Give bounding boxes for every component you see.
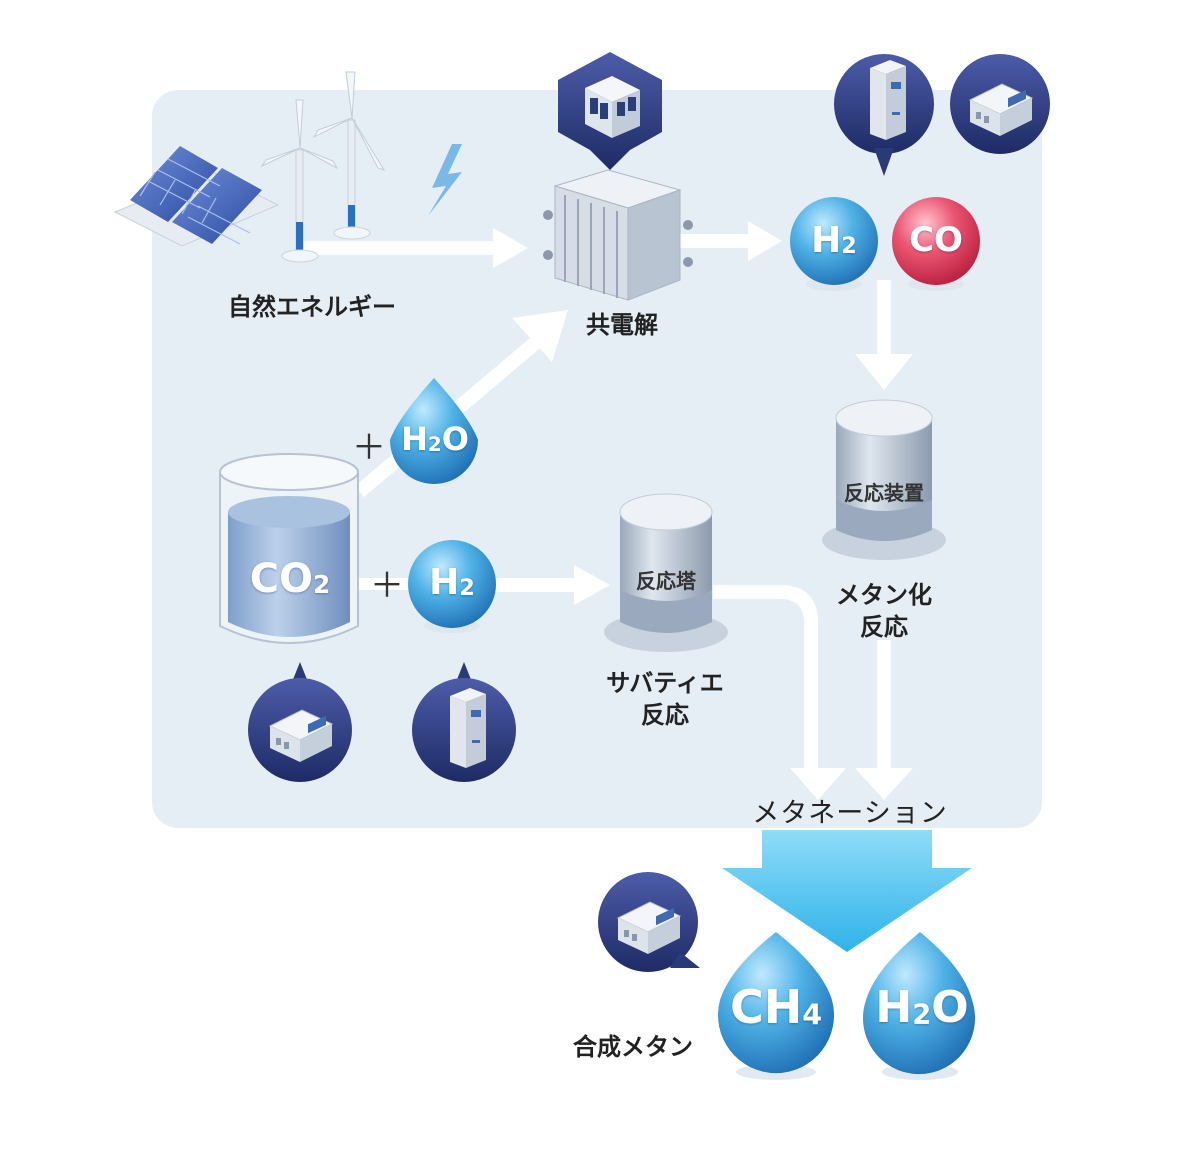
h2o-out-formula: H2O bbox=[875, 982, 969, 1033]
plus-sign-h2: ＋ bbox=[370, 566, 404, 606]
methanation-arrow bbox=[722, 830, 972, 952]
reaction-tower-label: 反応塔 bbox=[636, 569, 696, 593]
server-tower-icon bbox=[834, 54, 934, 176]
h2-molecule-top bbox=[790, 197, 878, 291]
control-room-icon bbox=[558, 52, 662, 170]
gas-tank-icon bbox=[219, 453, 359, 644]
co-electrolysis-label: 共電解 bbox=[586, 311, 658, 339]
reactor-cylinder-icon bbox=[822, 399, 946, 560]
sabatier-label-1: サバティエ bbox=[606, 669, 724, 697]
arrow-electrolysis-to-gas bbox=[680, 221, 782, 261]
arrow-energy-to-electrolysis bbox=[300, 228, 528, 268]
h2-molecule-mid bbox=[408, 540, 496, 633]
plant-module-icon bbox=[950, 54, 1050, 154]
plant-module-icon-left bbox=[248, 662, 352, 782]
synthetic-methane-label: 合成メタン bbox=[573, 1033, 693, 1061]
co-formula: CO bbox=[909, 220, 963, 260]
arrow-co2-to-tower bbox=[355, 565, 610, 605]
solar-panel-icon bbox=[113, 146, 280, 247]
reaction-tower-icon bbox=[604, 493, 728, 652]
arrow-gas-down bbox=[855, 280, 913, 390]
wind-turbine-icon bbox=[260, 71, 386, 263]
h2o-droplet-out bbox=[863, 932, 975, 1080]
natural-energy-label: 自然エネルギー bbox=[228, 293, 396, 321]
h2o-mid-formula: H2O bbox=[401, 420, 469, 458]
server-tower-icon-left bbox=[412, 662, 516, 782]
methanation-reaction-label-1: メタン化 bbox=[836, 581, 932, 609]
methanation-reaction-label-2: 反応 bbox=[860, 613, 908, 641]
sabatier-label-2: 反応 bbox=[641, 701, 689, 729]
h2-top-formula: H2 bbox=[811, 220, 857, 261]
arrow-reactor-down bbox=[855, 640, 913, 800]
reaction-device-label: 反応装置 bbox=[844, 481, 924, 505]
co2-formula: CO2 bbox=[249, 556, 331, 602]
electrolyzer-icon bbox=[543, 169, 693, 301]
methanation-label: メタネーション bbox=[752, 798, 948, 829]
plus-sign-h2o: ＋ bbox=[352, 428, 386, 468]
h2-mid-formula: H2 bbox=[429, 562, 475, 603]
plant-module-icon-bottom bbox=[598, 872, 700, 972]
ch4-droplet bbox=[718, 932, 834, 1080]
arrow-tower-down bbox=[713, 585, 846, 800]
lightning-icon bbox=[428, 144, 462, 216]
h2o-droplet-mid bbox=[390, 378, 478, 484]
ch4-formula: CH4 bbox=[729, 980, 823, 1034]
co-molecule bbox=[892, 197, 980, 291]
